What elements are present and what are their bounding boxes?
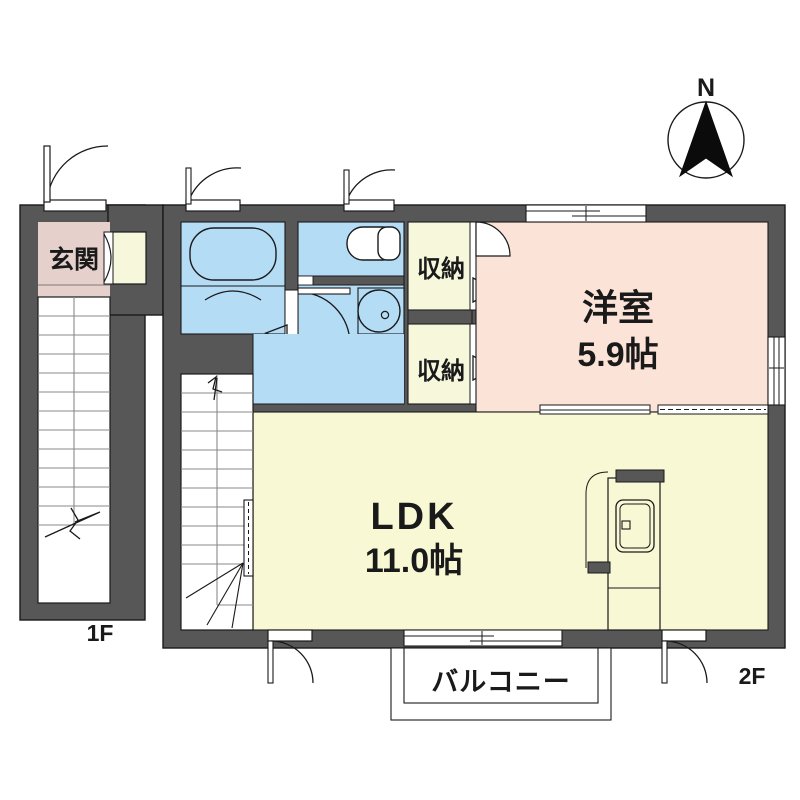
toilet-doorway-gap	[297, 275, 314, 286]
stairs-2f-winders	[185, 562, 244, 629]
room-label-balcony: バルコニー	[431, 667, 570, 697]
closet-upper	[407, 221, 473, 311]
room-label-closet-upper: 収納	[417, 255, 465, 283]
compass-north-label: N	[697, 74, 715, 102]
corridor-west	[253, 334, 285, 404]
entrance-inner-doorway	[103, 231, 114, 285]
room-area-bedroom: 5.9帖	[577, 336, 658, 374]
room-label-entrance: 玄関	[49, 245, 99, 274]
room-label-bedroom: 洋室	[582, 287, 654, 328]
stairs-1f-direction-arrow	[44, 507, 101, 540]
room-label-closet-lower: 収納	[417, 357, 465, 385]
shoe-cabinet	[111, 231, 147, 285]
kitchen-sink	[585, 469, 665, 631]
bedroom-east-window	[767, 336, 786, 406]
entrance-inner-door[interactable]	[103, 233, 112, 283]
stairs-1f	[38, 297, 110, 526]
wall-toilet-divider	[297, 275, 405, 286]
wall-closet-divider	[407, 309, 473, 325]
toilet	[346, 226, 401, 261]
closet-lower	[407, 323, 473, 405]
second-floor-section: 収納 収納 洋室 5.9帖 LDK 11.0帖 バルコニー 2F	[162, 167, 786, 721]
bedroom-south-window	[539, 404, 769, 415]
room-label-ldk: LDK	[370, 496, 457, 538]
entrance-door-opening	[43, 199, 107, 212]
compass-needle-icon	[679, 100, 733, 178]
bath-shower-curve	[204, 290, 262, 301]
bedroom-door[interactable]	[475, 221, 511, 257]
bedroom-north-window	[525, 204, 647, 223]
balcony-inner	[403, 647, 599, 704]
bathtub	[189, 227, 277, 281]
ldk-west-window	[243, 499, 254, 577]
toilet-door[interactable]	[343, 169, 396, 212]
compass-rose: N	[667, 74, 745, 179]
stairs-2f-direction-arrow	[207, 375, 223, 401]
floor-label-2f: 2F	[739, 663, 766, 689]
stairs-2f	[181, 374, 253, 606]
entrance-door[interactable]	[43, 145, 109, 203]
ldk-balcony-window	[403, 629, 563, 647]
washbasin	[357, 287, 405, 335]
bath-door[interactable]	[185, 167, 242, 212]
floor-label-1f: 1F	[87, 620, 114, 646]
ldk-door-left[interactable]	[267, 629, 314, 684]
room-area-ldk: 11.0帖	[365, 542, 463, 580]
ldk-door-right[interactable]	[661, 629, 708, 684]
room-ldk	[252, 411, 769, 631]
room-bedroom	[475, 221, 769, 413]
first-floor-section: 玄関 1F	[19, 145, 164, 646]
